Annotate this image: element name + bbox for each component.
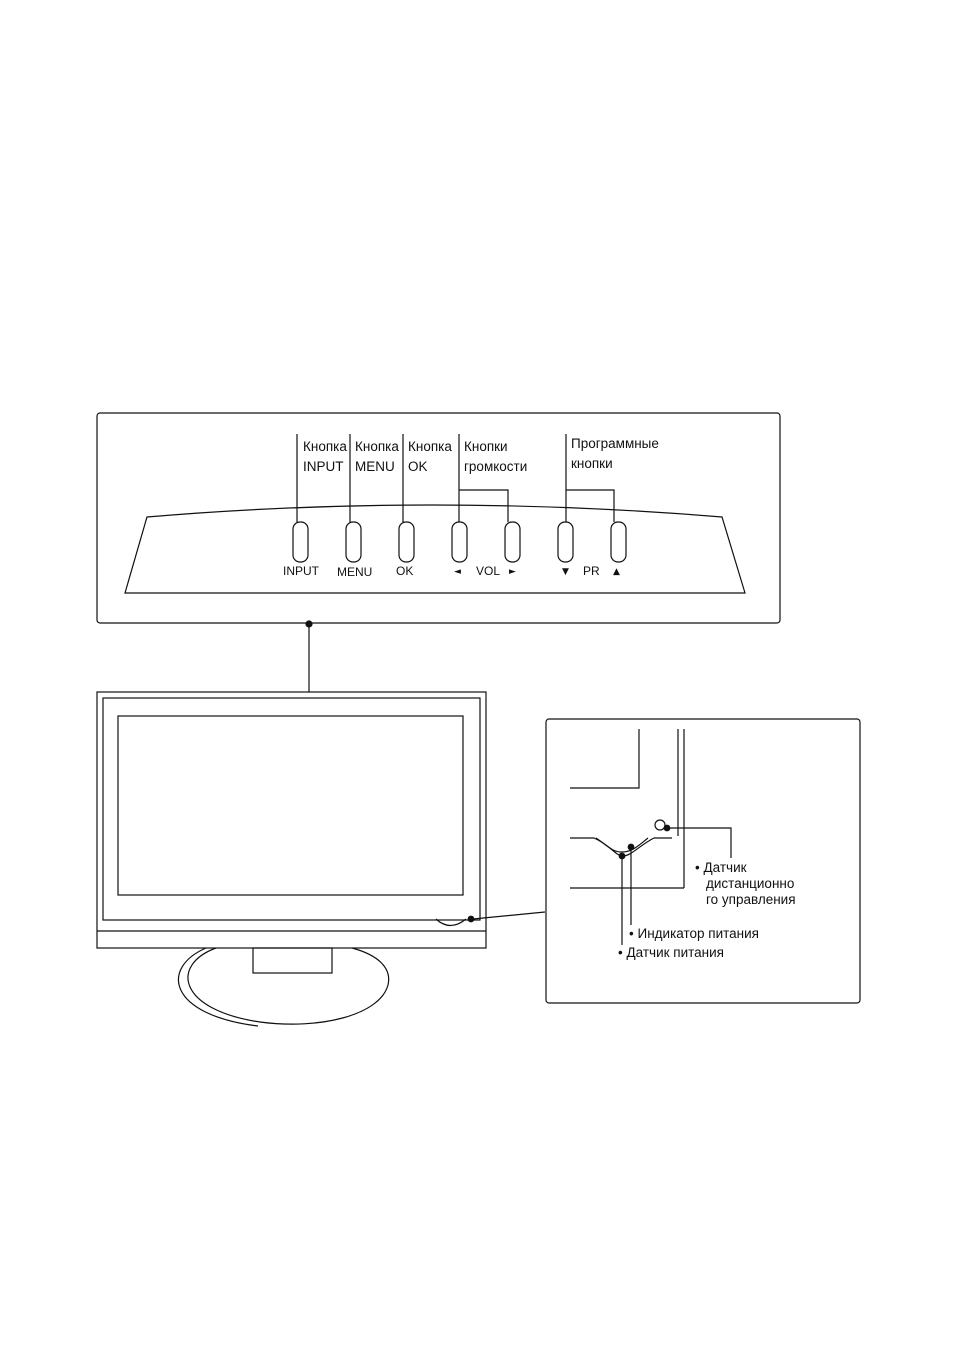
vol-right-arrow-icon: ►: [509, 566, 516, 578]
control-panel-bezel: [125, 505, 745, 593]
tv-stand-neck: [253, 948, 332, 973]
power-sensor-label: • Датчик питания: [618, 943, 724, 963]
vol-right-button: [505, 522, 520, 562]
tv-screen: [118, 716, 463, 895]
remote-sensor-circle: [655, 820, 665, 830]
vol-left-button: [452, 522, 467, 562]
remote-sensor-leader: [667, 828, 731, 858]
remote-sensor-label: • Датчик дистанционно го управления: [695, 860, 796, 908]
input-button-label: INPUT: [283, 564, 319, 578]
panel-connector-dot: [305, 620, 312, 627]
tv-sensor-dot: [468, 916, 475, 923]
tv-stand-base: [188, 948, 389, 1024]
menu-button: [346, 522, 361, 562]
power-sensor-dot: [619, 853, 626, 860]
ok-button-label: OK: [396, 564, 413, 578]
input-button: [293, 522, 308, 562]
power-indicator-dot: [628, 844, 635, 851]
tv-frame: [97, 692, 486, 948]
power-indicator-label: • Индикатор питания: [629, 924, 759, 944]
pr-up-button: [611, 522, 626, 562]
pr-button-label: PR: [583, 564, 600, 578]
vol-button-label: VOL: [476, 564, 500, 578]
detail-connector: [473, 912, 545, 919]
pr-up-arrow-icon: ▲: [613, 566, 620, 578]
pr-down-button: [558, 522, 573, 562]
pr-down-arrow-icon: ▼: [562, 566, 569, 578]
remote-sensor-dot: [664, 825, 671, 832]
menu-button-label: MENU: [337, 565, 372, 579]
ok-button: [399, 522, 414, 562]
vol-left-arrow-icon: ◄: [454, 566, 461, 578]
tv-frame-inner: [103, 698, 480, 920]
